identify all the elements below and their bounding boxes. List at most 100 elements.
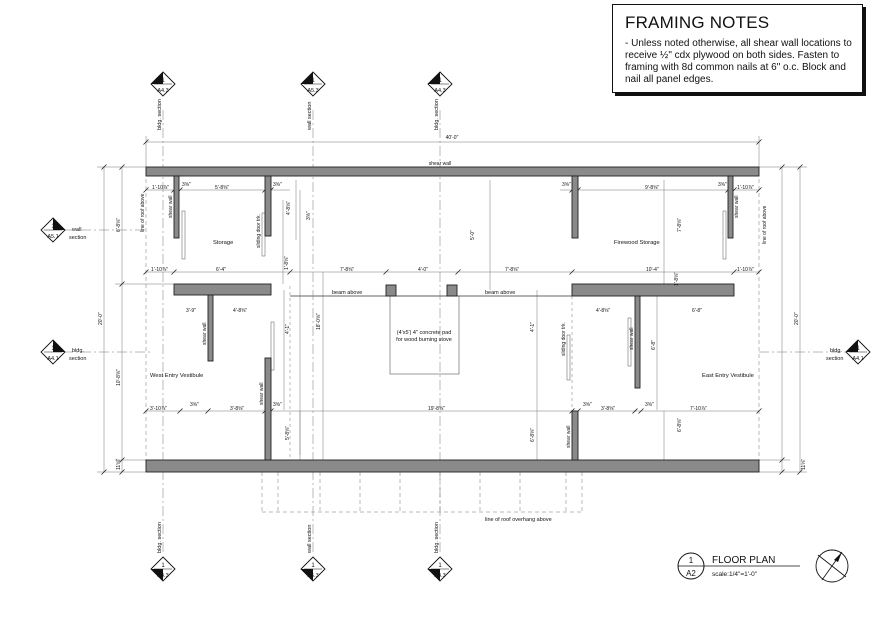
roof-line-label-west: line of roof above [140,193,146,232]
marker-sheet: A5.3 [307,573,318,579]
room-storage: Storage [213,240,233,246]
marker-number: 1 [311,78,315,84]
sliding-door-label-east: sliding door trk. [561,322,567,356]
dim-bottom-right-3: 3⅝" [645,402,654,408]
beam-post-left [385,284,397,297]
dim-mid-center-2: 4'-0" [418,267,428,273]
north-wall [145,166,760,177]
dim-center-depth-low: 6'-8⅝" [530,428,536,442]
dim-bottom-center: 19'-8⅝" [428,406,445,412]
shear-wall-label: shear wall [168,195,174,218]
marker-number: 1 [161,78,165,84]
beam-above-label-left: beam above [332,290,362,296]
west-shear-wall-storage [173,175,180,239]
dim-overall-depth-right: 20'-0" [794,312,800,325]
dim-left-bottom: 11⅝" [116,459,122,470]
dim-overall-depth-left: 20'-0" [98,312,104,325]
section-marker-bottom-1[interactable]: 1 A4.3 bldg. section [150,522,176,582]
dim-bottom-left-2: 3⅝" [190,402,199,408]
east-vestibule-partition [571,410,579,461]
marker-number: 1 [856,346,860,352]
section-marker-top-3[interactable]: 1 A4.3 bldg. section [427,71,453,130]
marker-label: section [826,356,843,362]
section-marker-top-1[interactable]: 1 A4.3 bldg. section [150,71,176,130]
marker-number: 1 [311,563,315,569]
section-marker-left-2[interactable]: 1 A4.1 bldg. section [40,339,86,365]
marker-sheet: A4.1 [852,356,863,362]
dim-room-depth: 18'-0⅝" [316,313,322,330]
marker-sheet: A5.1 [47,234,58,240]
marker-label: bldg. section [157,522,163,553]
dim-storage-wall: 3⅝" [182,182,191,188]
east-firewood-partition [571,175,579,239]
marker-label: wall section [307,102,313,131]
marker-label: bldg. [830,348,842,354]
dim-west-2: 4'-8⅝" [233,308,247,314]
beam-above-label-right: beam above [485,290,515,296]
dim-firewood-wall-2: 3⅝" [718,182,727,188]
section-marker-left-1[interactable]: 1 A5.1 wall section [40,217,86,243]
west-vestibule-partition [264,357,272,461]
concrete-pad-label: (4'x5') 4" concrete pad [397,330,452,336]
marker-number: 1 [438,78,442,84]
dim-storage-height: 4'-8⅝" [286,201,292,215]
dim-left-upper: 6'-8⅝" [116,218,122,232]
shear-wall-label: shear wall [202,322,208,345]
room-east-entry-vestibule: East Entry Vestibule [702,373,754,379]
title-block-title: FLOOR PLAN [712,555,775,566]
dim-bottom-right-1: 3⅝" [583,402,592,408]
east-vestibule-shear-wall [634,295,641,389]
marker-sheet: A4.3 [434,88,445,94]
dimension-lines [63,110,855,555]
section-marker-right-1[interactable]: 1 A4.1 bldg. section [826,339,871,365]
marker-label: section [69,356,86,362]
marker-label: bldg. section [434,522,440,553]
dim-mid-right-1: 10'-4" [646,267,659,273]
marker-sheet: A4.3 [157,88,168,94]
walls [145,166,760,473]
dim-hall-depth-east: 1'-8⅝" [674,272,680,286]
marker-number: 1 [51,346,55,352]
roof-line-label-east: line of roof above [762,205,768,244]
room-firewood-storage: Firewood Storage [614,240,660,246]
framing-notes-title: FRAMING NOTES [625,13,770,32]
shear-wall-label: shear wall [734,195,740,218]
dim-hall-depth: 1'-8⅝" [284,256,290,270]
marker-label: bldg. [72,348,84,354]
marker-sheet: A4.3 [434,573,445,579]
framing-notes-box: FRAMING NOTES - Unless noted otherwise, … [612,4,863,93]
beam-post-right [446,284,458,297]
dim-firewood-wall: 3⅝" [562,182,571,188]
dim-mid-left-1: 1'-10⅞" [151,267,168,273]
marker-number: 1 [161,563,165,569]
dim-east-wall-depth: 6'-8⅝" [677,418,683,432]
dim-overall-width: 40'-0" [446,135,459,141]
title-block: 1 A2 FLOOR PLAN scale:1/4"=1'-0" [677,552,800,580]
dim-west-3: 4'-1" [285,324,291,334]
concrete-pad-label-2: for wood burning stove [396,337,452,343]
dim-storage-width: 5'-8⅝" [215,185,229,191]
west-vestibule-shear-wall [207,294,214,362]
dim-bottom-right-2: 3'-8⅝" [601,406,615,412]
dim-east-4: 6'-8" [651,340,657,350]
west-mid-beam-wall [173,283,272,296]
dim-firewood-right: 1'-10⅞" [737,185,754,191]
dim-east-2: 6'-8" [692,308,702,314]
marker-label: bldg. section [157,99,163,130]
section-marker-bottom-3[interactable]: 1 A4.3 bldg. section [427,522,453,582]
dim-mid-right-2: 1'-10⅞" [737,267,754,273]
section-marker-top-2[interactable]: 1 A5.3 wall section [300,71,326,131]
section-marker-bottom-2[interactable]: 1 A5.3 wall section [300,525,326,582]
shear-wall-label: shear wall [259,382,265,405]
dim-east-3: 4'-1" [530,322,536,332]
title-block-number: 1 [689,556,694,565]
east-mid-beam-wall [571,283,735,297]
dim-firewood-width: 9'-8⅝" [645,185,659,191]
dim-bottom-left-4: 3⅝" [273,402,282,408]
shear-wall-label-north: shear wall [429,161,452,167]
marker-sheet: A4.3 [157,573,168,579]
dim-mid-left-2: 6'-4" [216,267,226,273]
framing-notes-body: - Unless noted otherwise, all shear wall… [625,38,852,85]
dim-west-1: 3'-9" [186,308,196,314]
